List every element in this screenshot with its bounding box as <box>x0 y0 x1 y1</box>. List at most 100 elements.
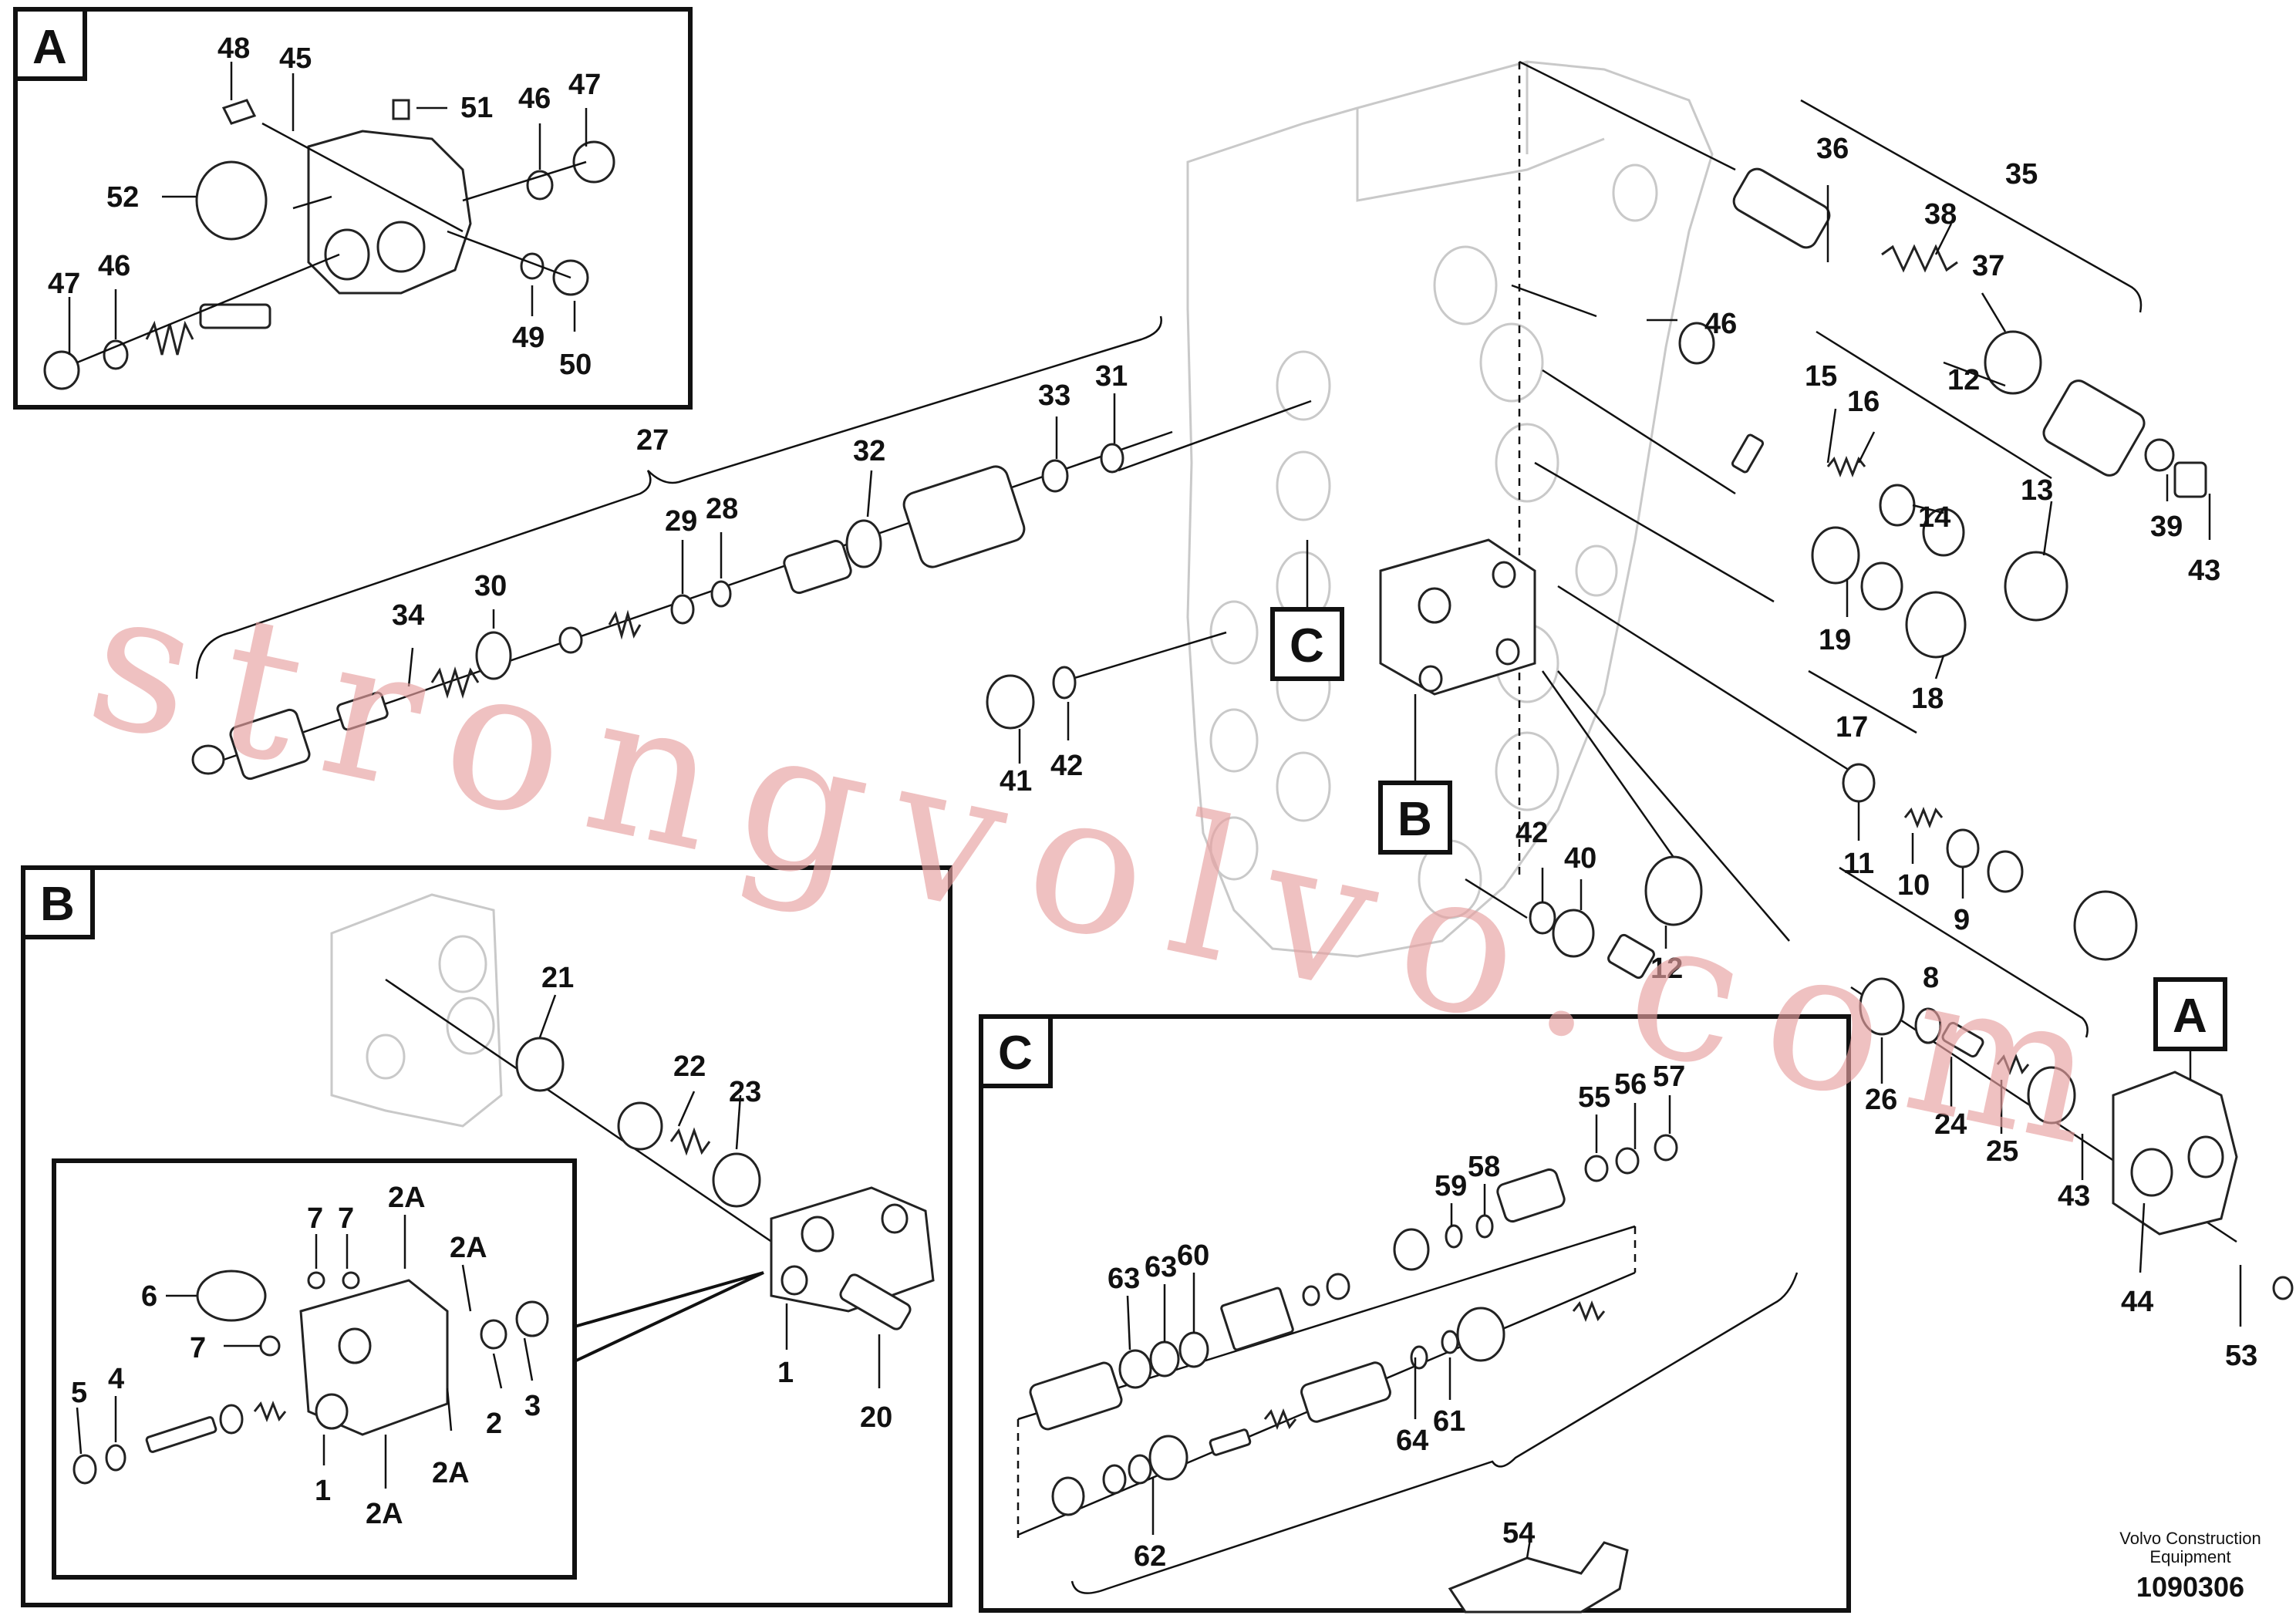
callout: 33 <box>1038 379 1070 412</box>
callout: 46 <box>518 83 551 115</box>
assembly-8-parts <box>1529 763 2138 1038</box>
callout: 46 <box>1704 308 1737 340</box>
callout: 10 <box>1897 869 1930 902</box>
callout: 49 <box>512 322 544 354</box>
detail-c-callouts: 55 56 57 59 58 63 63 60 64 61 62 54 <box>1108 1061 1685 1573</box>
company-line-2: Equipment <box>2149 1547 2230 1566</box>
callout: 53 <box>2225 1340 2257 1372</box>
callout: 64 <box>1396 1425 1428 1457</box>
callout: 50 <box>559 349 592 381</box>
detail-a-label-frame <box>13 7 87 81</box>
callout: 12 <box>1650 953 1683 985</box>
assembly-35-17-callouts: 36 35 38 37 46 15 16 12 13 14 19 18 17 3… <box>1704 133 2220 744</box>
callout: 4 <box>108 1363 124 1395</box>
callout: 21 <box>541 962 574 994</box>
detail-b-parts <box>52 893 935 1580</box>
detail-c-parts <box>1017 1095 1799 1614</box>
callout: 16 <box>1847 386 1880 418</box>
callout: 54 <box>1502 1517 1535 1549</box>
callout: 57 <box>1653 1061 1685 1093</box>
callout: 47 <box>48 268 80 300</box>
detail-box-b <box>21 865 952 1607</box>
callout: 43 <box>2058 1180 2090 1212</box>
callout: 3 <box>524 1390 541 1422</box>
detail-a-parts <box>43 62 615 390</box>
callout: 63 <box>1145 1251 1177 1283</box>
callout: 31 <box>1095 360 1128 393</box>
callout: 36 <box>1816 133 1849 165</box>
callout: 46 <box>98 250 130 282</box>
callout: 43 <box>2188 555 2220 587</box>
right-assembly-callouts: 26 24 25 43 44 53 <box>1865 1084 2257 1372</box>
callout: 52 <box>106 181 139 214</box>
callout: 42 <box>1050 750 1083 782</box>
callout: 14 <box>1918 501 1950 534</box>
assembly-27-parts <box>191 315 1309 781</box>
callout: 41 <box>1000 765 1032 798</box>
callout: 7 <box>307 1202 323 1235</box>
callout: 40 <box>1564 842 1596 875</box>
callout: 37 <box>1972 250 2004 282</box>
callout: 2 <box>486 1408 502 1440</box>
callout: 12 <box>1947 364 1980 396</box>
ref-a-label: A <box>2173 990 2207 1043</box>
callout: 8 <box>1923 962 1939 994</box>
callout: 6 <box>141 1280 157 1313</box>
callout: 30 <box>474 570 507 602</box>
assembly-8-callouts: 42 40 12 11 10 9 8 <box>1515 817 1970 994</box>
callout: 47 <box>568 69 601 101</box>
callout: 42 <box>1515 817 1548 849</box>
callout: 39 <box>2150 511 2183 543</box>
callout: 15 <box>1805 360 1837 393</box>
callout: 23 <box>729 1076 761 1108</box>
callout: 22 <box>673 1050 706 1083</box>
callout: 11 <box>1843 848 1874 880</box>
callout: 2A <box>366 1498 403 1530</box>
ref-b-label: B <box>1397 793 1432 846</box>
callout: 45 <box>279 42 312 75</box>
callout: 63 <box>1108 1263 1140 1295</box>
callout: 18 <box>1911 683 1944 715</box>
callout: 58 <box>1468 1151 1500 1183</box>
callout: 1 <box>777 1357 794 1389</box>
callout: 56 <box>1614 1068 1647 1101</box>
detail-b-callouts: 21 22 23 1 20 7 7 2A 2A 6 7 5 4 3 2 2A 1… <box>71 962 892 1530</box>
b-block-on-housing <box>1379 538 1536 783</box>
callout: 34 <box>392 599 424 632</box>
callout: 51 <box>460 92 493 124</box>
detail-a-callouts: 48 45 51 46 47 52 47 46 49 50 <box>48 32 601 381</box>
right-assembly-parts <box>1850 977 2294 1327</box>
detail-c-label-frame <box>979 1014 1053 1088</box>
callout: 35 <box>2005 158 2038 191</box>
detail-box-c <box>979 1014 1851 1613</box>
callout: 17 <box>1836 711 1868 744</box>
detail-c-label: C <box>998 1027 1033 1080</box>
callout: 25 <box>1986 1135 2018 1168</box>
callout: 48 <box>217 32 250 65</box>
callout: 5 <box>71 1377 87 1409</box>
callout: 26 <box>1865 1084 1897 1116</box>
callout: 38 <box>1924 198 1957 231</box>
callout: 55 <box>1578 1081 1610 1114</box>
callout: 1 <box>315 1475 331 1507</box>
company-line-1: Volvo Construction <box>2119 1529 2261 1548</box>
callout: 61 <box>1433 1405 1465 1438</box>
assembly-27-callouts: 27 33 31 32 29 28 30 34 41 42 <box>392 360 1128 798</box>
callout: 29 <box>665 505 697 538</box>
callout: 2A <box>450 1232 487 1264</box>
callout: 62 <box>1134 1540 1166 1573</box>
detail-a-label: A <box>32 21 67 74</box>
callout: 9 <box>1954 904 1970 936</box>
ref-a-frame <box>2153 977 2227 1051</box>
detail-b-label: B <box>40 878 75 931</box>
ref-c-label: C <box>1290 619 1324 673</box>
ref-b-frame <box>1378 781 1452 855</box>
callout: 2A <box>388 1182 426 1214</box>
title-block: Volvo Construction Equipment 1090306 <box>2119 1529 2261 1603</box>
callout: 24 <box>1934 1108 1967 1141</box>
callout: 60 <box>1177 1239 1209 1272</box>
callout: 19 <box>1819 624 1851 656</box>
callout: 32 <box>853 435 885 467</box>
assembly-35-17-parts <box>1647 99 2211 734</box>
